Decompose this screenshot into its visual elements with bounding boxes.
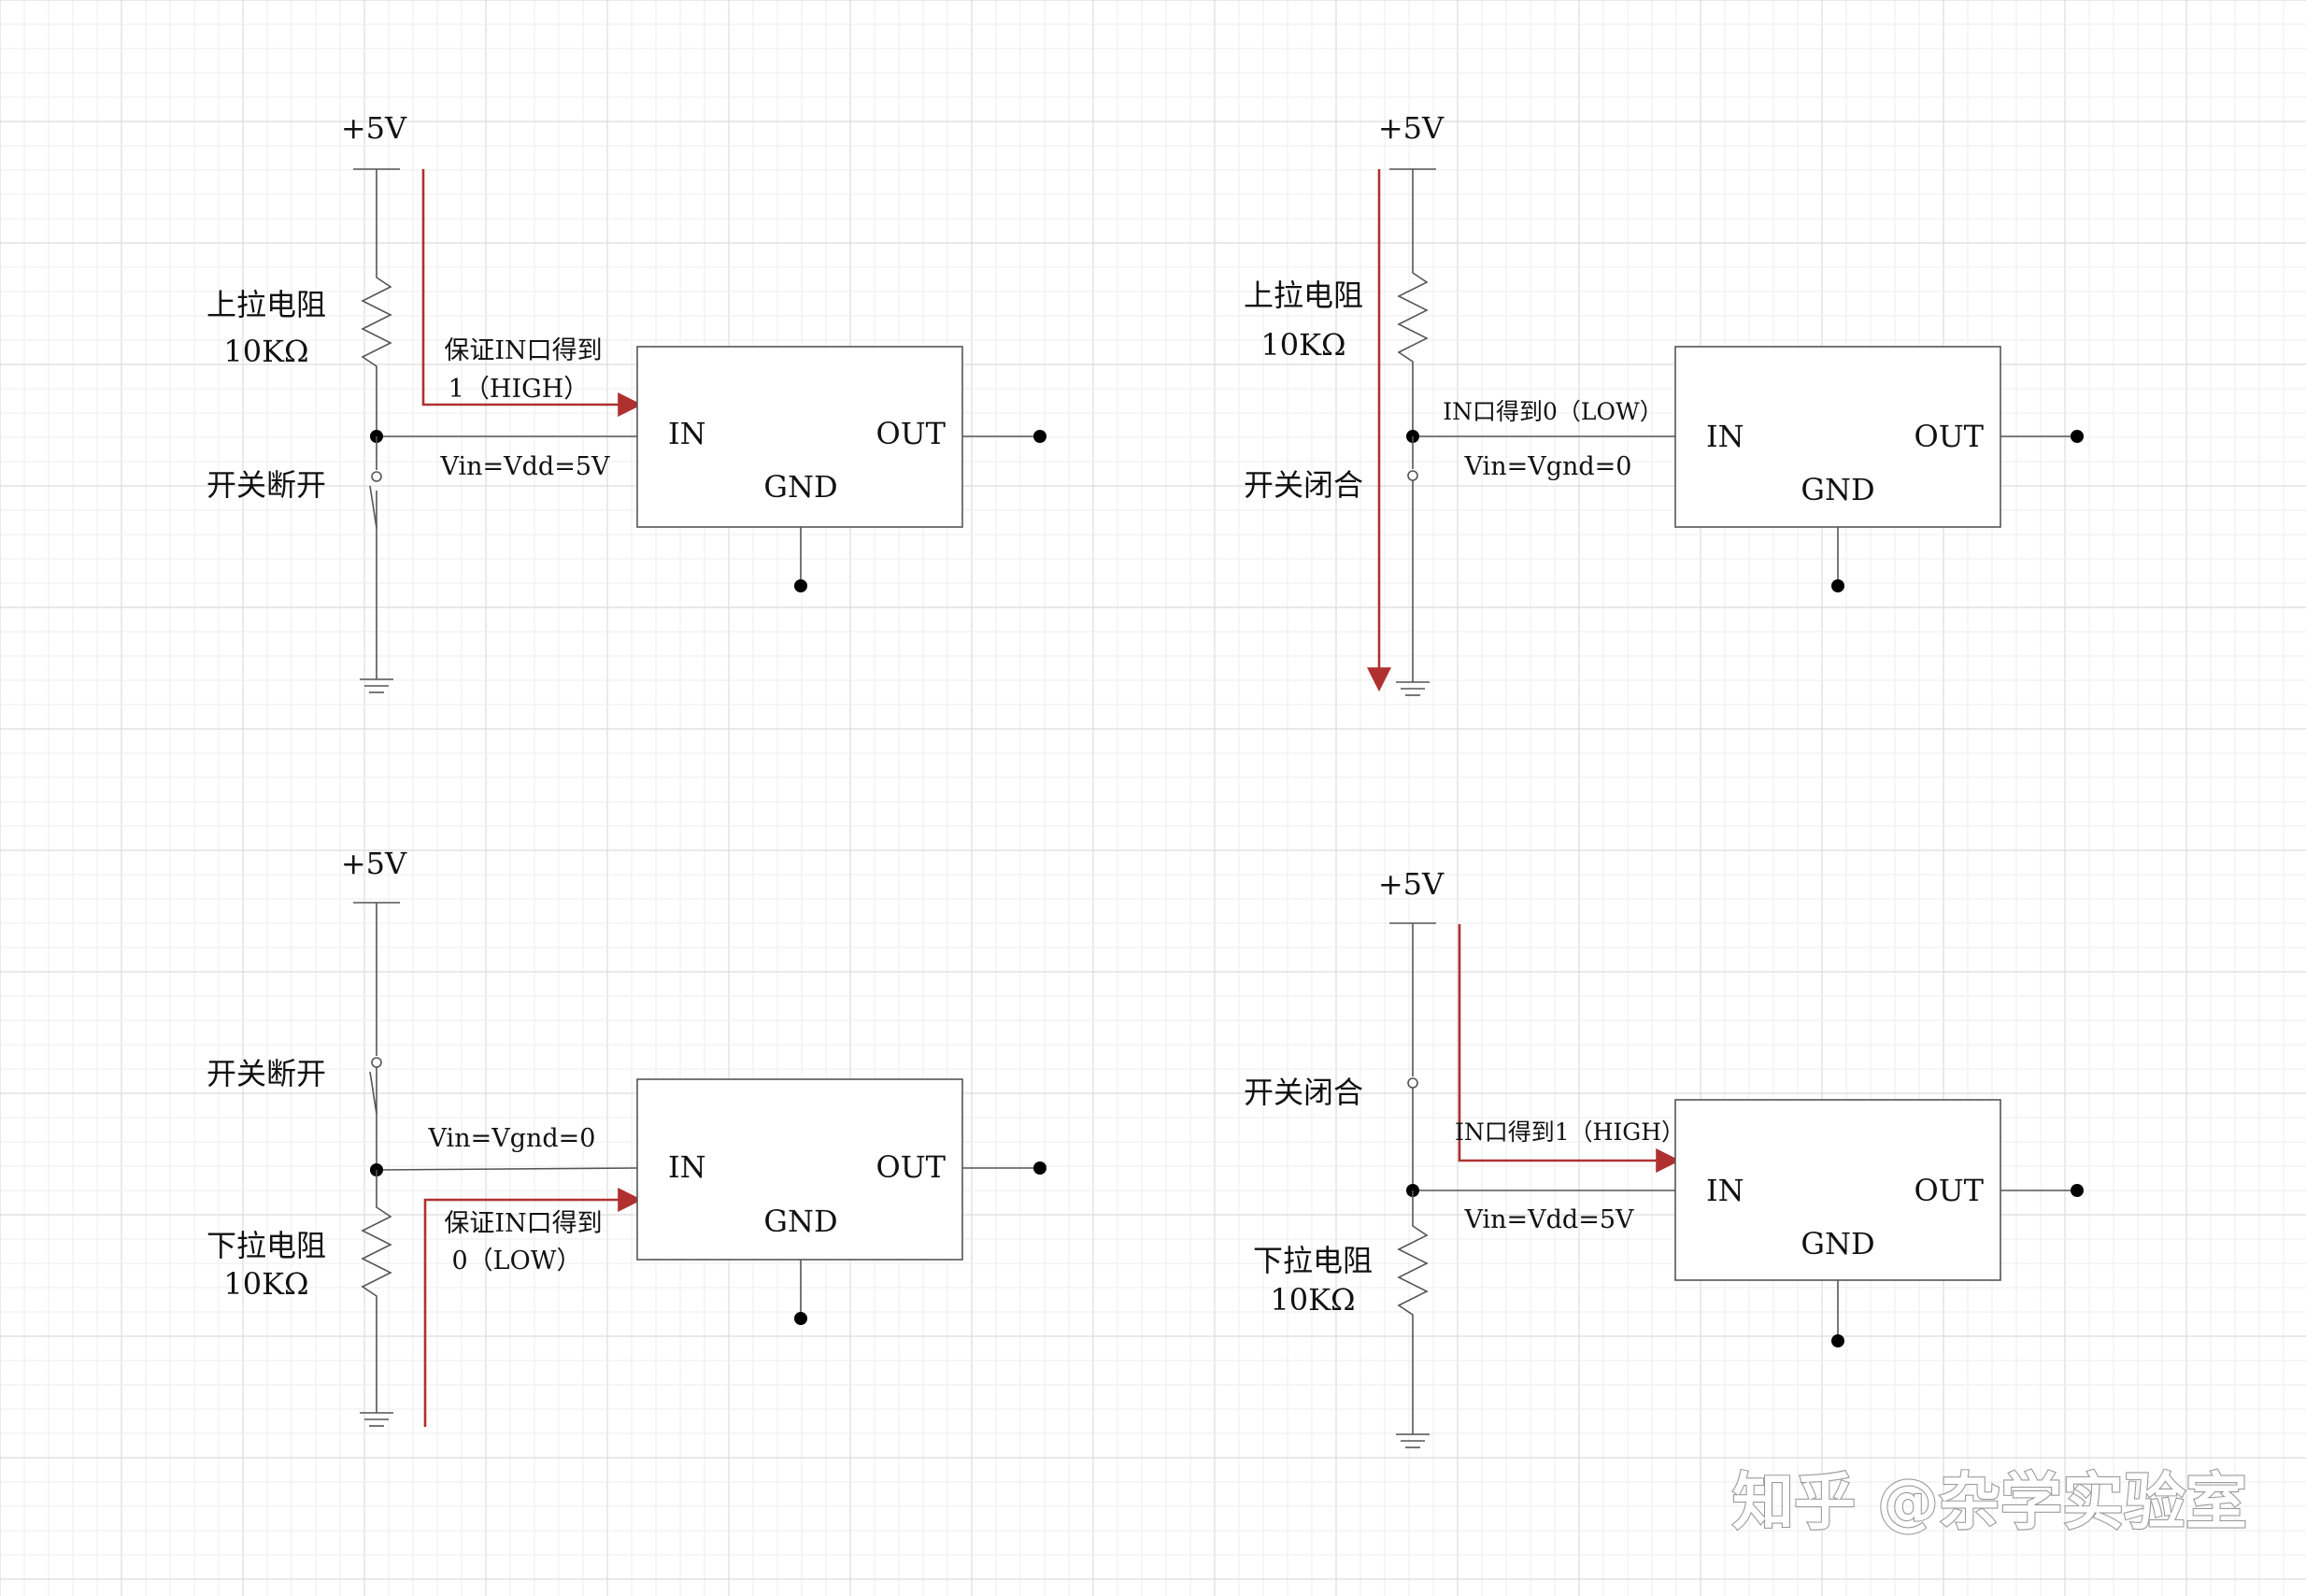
output-terminal xyxy=(1033,1161,1046,1175)
supply-label: +5V xyxy=(1378,110,1445,146)
ground-symbol xyxy=(360,1412,393,1427)
switch-label: 开关闭合 xyxy=(1244,467,1363,503)
supply-label: +5V xyxy=(341,846,407,881)
resistor-value-label: 10KΩ xyxy=(223,334,308,369)
chip-out-label: OUT xyxy=(1914,419,1984,454)
chip-in-label: IN xyxy=(668,1149,706,1185)
pull-up-resistor xyxy=(361,169,392,436)
current-flow-arrow xyxy=(421,169,643,417)
annotation-line-2: 1（HIGH） xyxy=(448,375,590,404)
vin-label: Vin=Vgnd=0 xyxy=(428,1124,596,1153)
annotation-line-1: 保证IN口得到 xyxy=(444,1209,602,1238)
chip-in-label: IN xyxy=(1706,1173,1744,1208)
ground-symbol xyxy=(1396,1433,1430,1448)
watermark: 知乎 @杂学实验室 xyxy=(1732,1466,2247,1538)
pull-up-resistor xyxy=(1397,169,1429,436)
switch-label: 开关断开 xyxy=(206,1056,326,1091)
logic-chip xyxy=(1674,346,2001,528)
circuit-pulldown-switch-open: +5V 开关断开 下拉电阻 10KΩ Vin=Vgnd=0 保证IN口得到 0（… xyxy=(206,846,1046,1427)
logic-chip xyxy=(636,346,963,528)
chip-out-label: OUT xyxy=(1914,1173,1984,1208)
supply-label: +5V xyxy=(341,110,407,146)
output-terminal xyxy=(2071,430,2084,443)
resistor-value-label: 10KΩ xyxy=(1270,1282,1355,1318)
chip-gnd-label: GND xyxy=(763,1204,837,1239)
ground-symbol xyxy=(1396,681,1430,696)
resistor-name-label: 上拉电阻 xyxy=(1244,278,1363,313)
switch-label: 开关闭合 xyxy=(1244,1075,1363,1110)
switch-open-blade xyxy=(369,1071,377,1115)
annotation-line-1: IN口得到0（LOW） xyxy=(1443,398,1662,425)
logic-chip xyxy=(636,1078,963,1261)
output-terminal xyxy=(1033,430,1046,443)
output-terminal xyxy=(2071,1184,2084,1197)
current-flow-arrow xyxy=(1458,924,1681,1173)
current-flow-arrow xyxy=(423,1188,643,1427)
chip-gnd-label: GND xyxy=(763,469,837,505)
circuit-pullup-switch-open: +5V 上拉电阻 10KΩ 开关断开 保证IN口得到 1（HIGH） Vin=V… xyxy=(206,110,1046,693)
vin-label: Vin=Vdd=5V xyxy=(1463,1205,1634,1234)
pull-down-resistor xyxy=(361,1170,392,1413)
circuit-pulldown-switch-closed: +5V 开关闭合 下拉电阻 10KΩ IN口得到1（HIGH） Vin=Vdd=… xyxy=(1244,866,2084,1448)
circuit-pullup-switch-closed: +5V 上拉电阻 10KΩ 开关闭合 IN口得到0（LOW） Vin=Vgnd=… xyxy=(1244,110,2084,696)
chip-ground-terminal xyxy=(794,579,807,592)
resistor-value-label: 10KΩ xyxy=(1260,327,1345,363)
resistor-name-label: 下拉电阻 xyxy=(206,1228,326,1263)
chip-out-label: OUT xyxy=(875,416,946,451)
chip-in-label: IN xyxy=(1706,419,1744,454)
chip-ground-terminal xyxy=(1831,1334,1844,1347)
ground-symbol xyxy=(360,678,393,693)
chip-ground-terminal xyxy=(1831,579,1844,592)
supply-label: +5V xyxy=(1378,866,1445,902)
chip-ground-terminal xyxy=(794,1312,807,1325)
chip-in-label: IN xyxy=(668,416,706,451)
switch-open-blade xyxy=(369,485,377,529)
resistor-name-label: 上拉电阻 xyxy=(206,287,326,322)
pull-down-resistor xyxy=(1397,1190,1429,1434)
resistor-value-label: 10KΩ xyxy=(223,1266,308,1302)
input-wire xyxy=(376,1167,638,1171)
chip-gnd-label: GND xyxy=(1801,472,1874,507)
switch-contact xyxy=(371,1057,382,1068)
annotation-line-2: 0（LOW） xyxy=(452,1247,582,1275)
switch-contact xyxy=(371,471,382,482)
chip-out-label: OUT xyxy=(875,1149,946,1185)
vin-label: Vin=Vdd=5V xyxy=(439,452,610,481)
vin-label: Vin=Vgnd=0 xyxy=(1464,452,1632,481)
annotation-line-1: IN口得到1（HIGH） xyxy=(1455,1119,1685,1146)
switch-label: 开关断开 xyxy=(206,467,326,503)
annotation-line-1: 保证IN口得到 xyxy=(444,336,602,365)
resistor-name-label: 下拉电阻 xyxy=(1253,1243,1373,1278)
chip-gnd-label: GND xyxy=(1801,1226,1874,1261)
